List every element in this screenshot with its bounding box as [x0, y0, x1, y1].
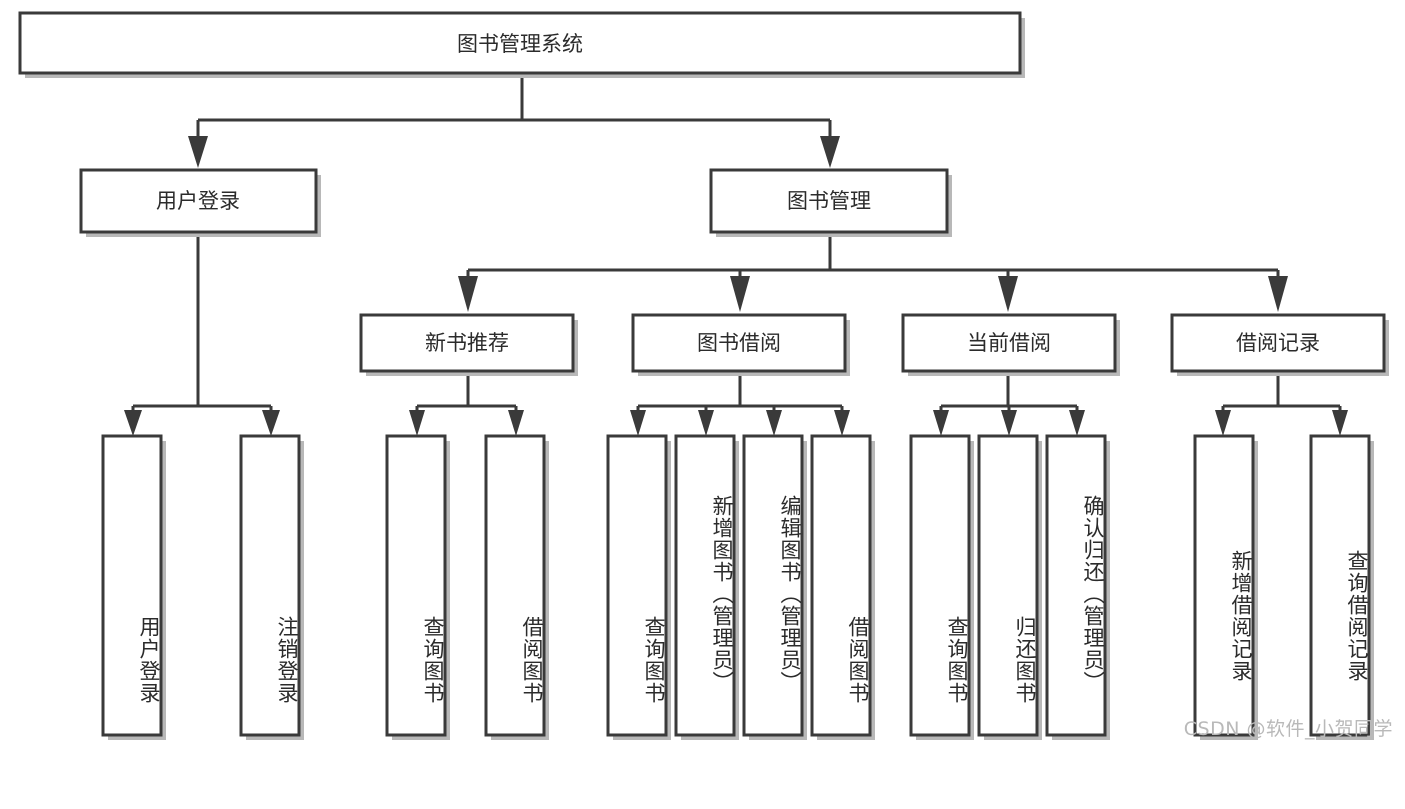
leaf-add-book-box[interactable] [674, 434, 736, 737]
arrow-head-leaf-query-book-1 [409, 410, 425, 436]
user-login-node-label: 用户登录 [156, 189, 240, 213]
leaf-edit-book-box[interactable] [742, 434, 804, 737]
borrow-record-node-label: 借阅记录 [1236, 331, 1320, 355]
leaf-query-book-2-box[interactable] [606, 434, 668, 737]
arrow-head-leaf-user-logout [262, 410, 280, 436]
root-node-box[interactable] [18, 11, 1022, 75]
root-node-label: 图书管理系统 [457, 32, 583, 56]
arrow-head-new-book-recommend [458, 276, 478, 312]
user-login-node-box[interactable] [79, 168, 318, 234]
arrow-head-leaf-query-book-2 [630, 410, 646, 436]
leaf-user-logout-box[interactable] [239, 434, 301, 737]
arrow-head-book-management [820, 136, 840, 168]
csdn-watermark: CSDN @软件_小贺同学 [1183, 718, 1393, 740]
borrow-record-node-box[interactable] [1170, 313, 1386, 373]
arrow-head-borrow-record [1268, 276, 1288, 312]
connector-layer [124, 77, 1348, 436]
diagram-canvas: 图书管理系统 用户登录 图书管理 新书推荐 图书借阅 当前借阅 借阅记录 [18, 11, 1393, 740]
new-book-recommend-node-label: 新书推荐 [425, 331, 509, 355]
leaf-confirm-return-box[interactable] [1045, 434, 1107, 737]
leaf-borrow-book-2-box[interactable] [810, 434, 872, 737]
arrow-head-leaf-return-book [1001, 410, 1017, 436]
arrow-head-current-borrow [998, 276, 1018, 312]
leaf-query-book-3-box[interactable] [909, 434, 971, 737]
arrow-head-leaf-borrow-book-2 [834, 410, 850, 436]
leaf-query-book-1-box[interactable] [385, 434, 447, 737]
book-management-node-label: 图书管理 [787, 189, 871, 213]
arrow-head-book-borrow [730, 276, 750, 312]
leaf-query-borrow-record-box[interactable] [1309, 434, 1371, 737]
new-book-recommend-node-box[interactable] [359, 313, 575, 373]
book-borrow-node-label: 图书借阅 [697, 331, 781, 355]
arrow-head-leaf-add-book [698, 410, 714, 436]
book-management-node-box[interactable] [709, 168, 949, 234]
leaf-borrow-book-1-box[interactable] [484, 434, 546, 737]
arrow-head-leaf-query-book-3 [933, 410, 949, 436]
arrow-head-leaf-borrow-book-1 [508, 410, 524, 436]
node-layer: 图书管理系统 用户登录 图书管理 新书推荐 图书借阅 当前借阅 借阅记录 [18, 11, 1389, 740]
leaf-return-book-box[interactable] [977, 434, 1039, 737]
arrow-head-leaf-confirm-return [1069, 410, 1085, 436]
arrow-head-leaf-query-borrow-record [1332, 410, 1348, 436]
arrow-head-leaf-edit-book [766, 410, 782, 436]
arrow-head-leaf-add-borrow-record [1215, 410, 1231, 436]
leaf-user-login-box[interactable] [101, 434, 163, 737]
leaf-add-borrow-record-box[interactable] [1193, 434, 1255, 737]
arrow-head-user-login [188, 136, 208, 168]
current-borrow-node-box[interactable] [901, 313, 1117, 373]
book-borrow-node-box[interactable] [631, 313, 847, 373]
arrow-head-leaf-user-login [124, 410, 142, 436]
flowchart-svg: 图书管理系统 用户登录 图书管理 新书推荐 图书借阅 当前借阅 借阅记录 [18, 11, 1389, 740]
current-borrow-node-label: 当前借阅 [967, 331, 1051, 355]
